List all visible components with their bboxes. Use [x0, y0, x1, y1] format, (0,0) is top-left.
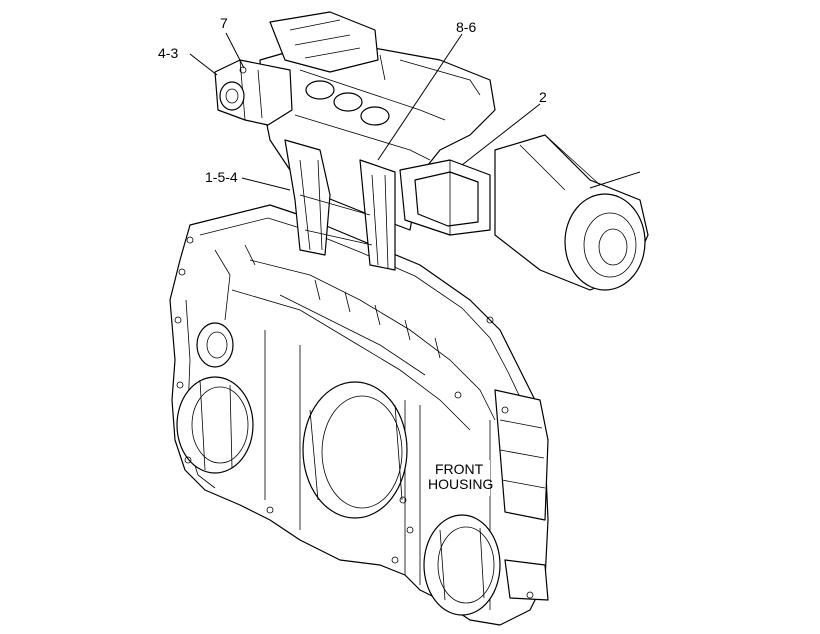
center-bore-ring: [302, 381, 408, 519]
front-housing-label-line2: HOUSING: [428, 476, 493, 492]
housing-bolts: [174, 236, 534, 599]
callout-leaders: [189, 32, 541, 191]
front-support-column: [284, 139, 396, 271]
callout-1-5-4: 1-5-4: [205, 169, 238, 185]
callout-7: 7: [220, 15, 228, 31]
accessory-cylinder: [494, 134, 649, 291]
front-housing-label-line1: FRONT: [435, 461, 484, 477]
lower-right-ring: [423, 514, 501, 616]
left-small-ring: [196, 322, 234, 368]
top-left-mechanism: [214, 11, 379, 126]
right-side-housing-box: [399, 159, 491, 236]
callout-8-6: 8-6: [456, 19, 476, 35]
left-bore-ring: [176, 376, 254, 474]
callout-4-3: 4-3: [158, 45, 178, 61]
right-side-box: [494, 389, 549, 601]
callout-2: 2: [539, 89, 547, 105]
